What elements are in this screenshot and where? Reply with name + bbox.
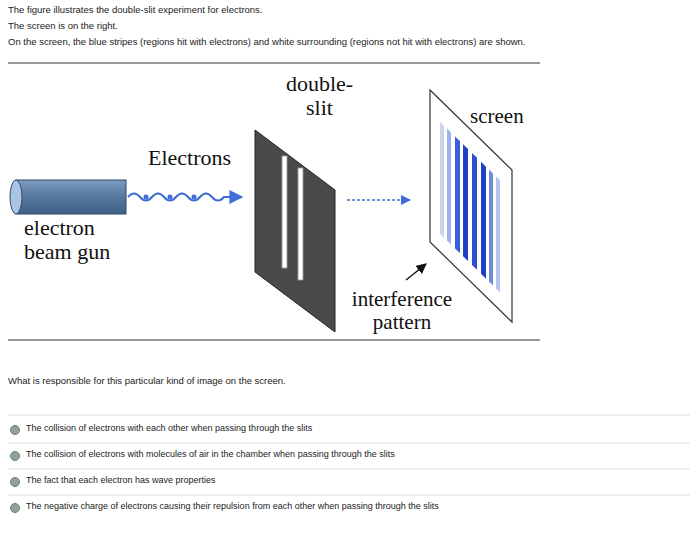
radio-button (11, 452, 20, 461)
label-holder: The screen is on the right. (8, 21, 118, 31)
label-holder: screen (470, 105, 524, 128)
stripe (481, 162, 486, 279)
electron-wave (128, 194, 242, 201)
separator (8, 469, 690, 470)
part-label: interference pattern (340, 288, 464, 334)
radio-button (11, 426, 20, 435)
part-label: screen (470, 105, 524, 128)
label-holder: On the screen, the blue stripes (regions… (8, 37, 526, 47)
stripe (440, 122, 444, 238)
label-holder: The negative charge of electrons causing… (26, 502, 439, 512)
part-label: Electrons (148, 146, 231, 170)
gun-end (10, 180, 22, 214)
question-text: What is responsible for this particular … (8, 376, 286, 386)
frame-rule (8, 340, 540, 341)
part-label: electron beam gun (24, 216, 136, 264)
label-holder: electron beam gun (24, 216, 136, 264)
electron-dot (144, 195, 149, 200)
intro-text: The screen is on the right. (8, 21, 118, 31)
radio-button (11, 504, 20, 513)
stripe (463, 144, 468, 261)
separator (8, 443, 690, 444)
leader-arrow (406, 264, 426, 280)
electron-dot (168, 195, 173, 200)
label-holder: interference pattern (340, 288, 464, 334)
answer-option: The collision of electrons with molecule… (26, 450, 395, 460)
label-holder: double-slit (277, 72, 362, 120)
intro-text: On the screen, the blue stripes (regions… (8, 37, 526, 47)
label-holder: The figure illustrates the double-slit e… (8, 5, 263, 15)
label-holder: Electrons (148, 146, 231, 170)
stripe (489, 170, 493, 286)
label-holder: What is responsible for this particular … (8, 376, 286, 386)
beam-arrow (347, 199, 410, 201)
label-holder: The collision of electrons with each oth… (26, 424, 312, 434)
slit (282, 156, 287, 268)
separator (8, 495, 690, 496)
stripe (447, 129, 451, 245)
part-label: double-slit (277, 72, 362, 120)
frame-rule (8, 63, 540, 64)
electron-dot (192, 195, 197, 200)
slit (298, 168, 303, 280)
separator (8, 415, 690, 416)
stripe (472, 153, 477, 270)
slit-plate (255, 130, 335, 332)
answer-option: The negative charge of electrons causing… (26, 502, 439, 512)
answer-option: The fact that each electron has wave pro… (26, 476, 216, 486)
label-holder: The collision of electrons with molecule… (26, 450, 395, 460)
intro-text: The figure illustrates the double-slit e… (8, 5, 263, 15)
stripe (455, 136, 460, 253)
gun-barrel (16, 180, 126, 214)
answer-option: The collision of electrons with each oth… (26, 424, 312, 434)
interference-stripes (440, 122, 500, 293)
label-holder: The fact that each electron has wave pro… (26, 476, 216, 486)
radio-button (11, 478, 20, 487)
stripe (496, 176, 500, 292)
